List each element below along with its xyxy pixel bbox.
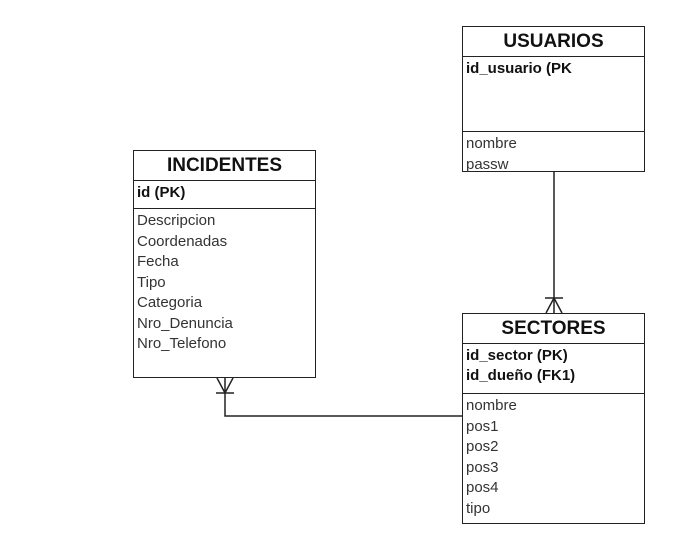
attribute: Categoria	[137, 294, 203, 311]
relationship-sectores-incidentes	[216, 377, 463, 417]
foreign-key: id_dueño (FK1)	[466, 367, 576, 384]
attribute: pos1	[466, 417, 499, 435]
crow-foot-right	[553, 297, 563, 314]
primary-key: id_sector (PK)	[466, 347, 568, 364]
entity-keys: id (PK)	[134, 181, 315, 209]
crow-foot-left	[545, 297, 555, 314]
attribute: passw	[466, 155, 509, 173]
attribute: nombre	[466, 135, 517, 152]
crow-foot-left	[216, 377, 226, 394]
primary-key: id (PK)	[137, 184, 186, 201]
entity-sectores[interactable]: SECTORES id_sector (PK) id_dueño (FK1) n…	[462, 313, 645, 524]
entity-usuarios[interactable]: USUARIOS id_usuario (PK nombre passw	[462, 26, 645, 173]
entity-title: SECTORES	[463, 314, 644, 344]
entity-attributes: nombre passw	[463, 132, 644, 177]
attribute: Fecha	[137, 253, 179, 270]
attribute: Tipo	[137, 273, 166, 291]
entity-title: INCIDENTES	[134, 151, 315, 181]
attribute: tipo	[466, 499, 491, 517]
attribute: nombre	[466, 397, 517, 414]
attribute: pos4	[466, 479, 499, 496]
attribute: pos2	[466, 438, 499, 455]
attribute: Nro_Telefono	[137, 335, 227, 352]
entity-attributes: Descripcion Coordenadas Fecha Tipo Categ…	[134, 209, 315, 357]
relationship-usuarios-sectores	[545, 172, 563, 314]
entity-attributes: nombre pos1 pos2 pos3 pos4 tipo	[463, 394, 644, 521]
attribute: pos3	[466, 458, 499, 476]
attribute: Coordenadas	[137, 232, 228, 250]
primary-key: id_usuario (PK	[466, 60, 572, 77]
entity-keys: id_usuario (PK	[463, 57, 644, 132]
attribute: Nro_Denuncia	[137, 314, 233, 332]
entity-title: USUARIOS	[463, 27, 644, 57]
entity-incidentes[interactable]: INCIDENTES id (PK) Descripcion Coordenad…	[133, 150, 316, 378]
attribute: Descripcion	[137, 212, 216, 229]
crow-foot-right	[224, 377, 234, 394]
entity-keys: id_sector (PK) id_dueño (FK1)	[463, 344, 644, 394]
